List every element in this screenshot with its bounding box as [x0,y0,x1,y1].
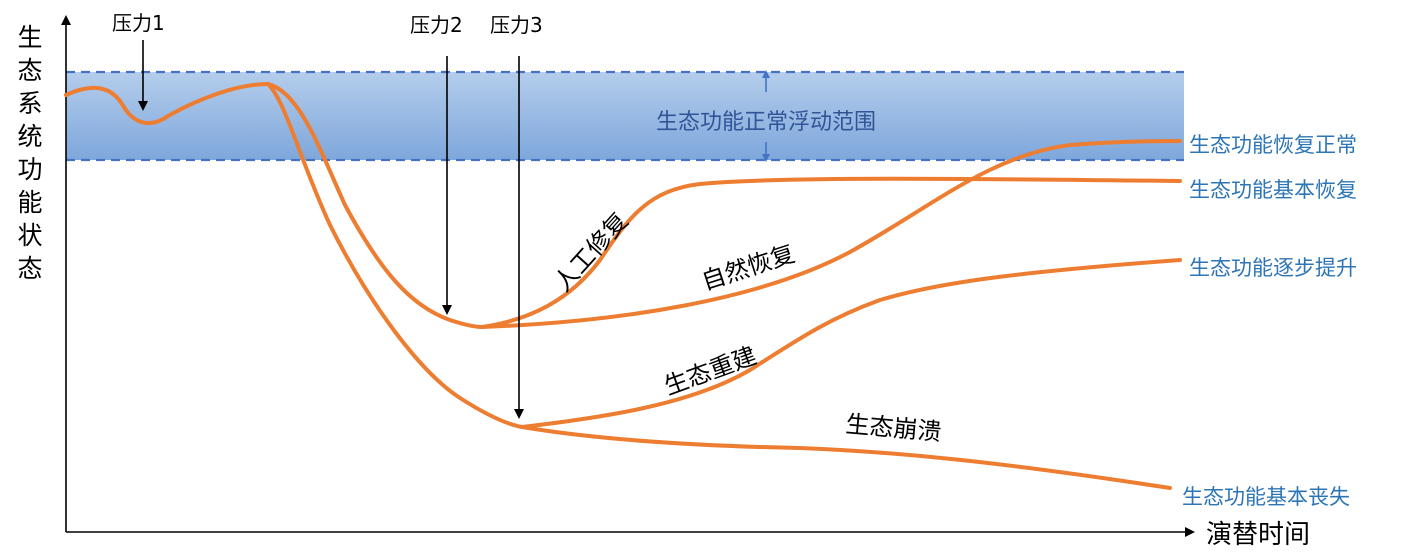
curve-initial-trunk [64,82,270,126]
pressure-3-label: 压力3 [490,13,543,37]
outcome-normal: 生态功能恢复正常 [1189,133,1357,157]
curve-eco-collapse [520,425,1172,490]
pressure-1-label: 压力1 [112,11,165,35]
curves [64,82,1182,490]
label-eco-collapse: 生态崩溃 [844,410,942,446]
label-eco-rebuild: 生态重建 [660,341,760,400]
x-axis-label: 演替时间 [1206,520,1310,550]
label-artificial-repair: 人工修复 [549,207,634,297]
axes [61,15,1195,537]
outcome-basic: 生态功能基本恢复 [1189,178,1357,202]
label-natural-recovery: 自然恢复 [698,239,798,295]
band-label: 生态功能正常浮动范围 [656,110,876,135]
pressure-2-label: 压力2 [410,13,463,37]
outcome-labels: 生态功能恢复正常 生态功能基本恢复 生态功能逐步提升 生态功能基本丧失 [1182,133,1357,509]
curve-labels: 人工修复 自然恢复 生态重建 生态崩溃 [549,207,943,446]
curve-natural-recovery [480,139,1182,329]
outcome-lost: 生态功能基本丧失 [1182,485,1350,509]
pressure-markers: 压力1 压力2 压力3 [112,11,543,419]
curve-decline-to-pressure2 [266,82,484,329]
curve-artificial-repair [480,176,1182,329]
normal-range-band: 生态功能正常浮动范围 [66,70,1184,162]
outcome-gradual: 生态功能逐步提升 [1189,256,1357,280]
curve-eco-rebuild [520,258,1182,429]
curve-decline-to-pressure3 [266,82,524,429]
y-axis-label: 生态系统功能状态 [17,23,42,283]
